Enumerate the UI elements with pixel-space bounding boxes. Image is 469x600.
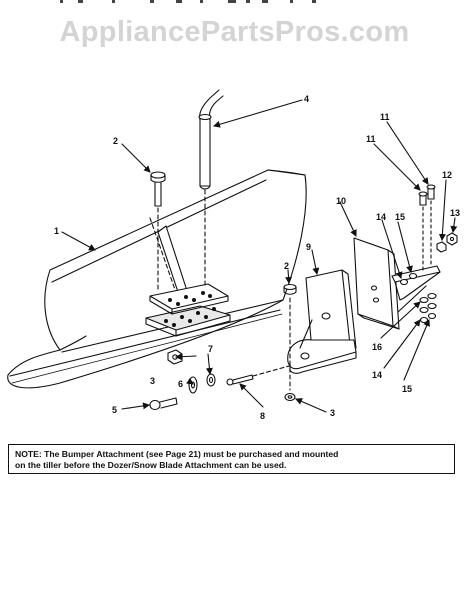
callout-9: 9 (306, 242, 311, 252)
washer-14-upper (399, 278, 409, 286)
callout-11-upper: 11 (380, 112, 390, 122)
note-line-1: NOTE: The Bumper Attachment (see Page 21… (15, 449, 339, 459)
callout-4: 4 (304, 94, 309, 104)
callout-12: 12 (442, 170, 452, 180)
callout-3-left: 3 (150, 376, 155, 386)
callout-14-lower: 14 (372, 370, 382, 380)
mounting-plate (353, 237, 400, 330)
lock-washer (206, 373, 216, 387)
top-scan-artifacts (60, 0, 316, 3)
callout-2-left: 2 (113, 136, 118, 146)
callout-10: 10 (336, 196, 346, 206)
note-line-2: on the tiller before the Dozer/Snow Blad… (15, 460, 287, 470)
callout-6: 6 (178, 379, 183, 389)
watermark-logo: AppliancePartsPros.com (59, 16, 410, 48)
carriage-bolt-lower (149, 397, 178, 411)
callout-7: 7 (208, 344, 213, 354)
bolt-11b (426, 184, 436, 266)
nut-13 (446, 232, 458, 246)
callout-5: 5 (112, 405, 117, 415)
lower-hardware-stack (419, 292, 437, 324)
nut-right (284, 392, 296, 402)
callout-14-upper: 14 (376, 212, 386, 222)
bolt-upper-right (283, 283, 297, 295)
callout-15-lower: 15 (402, 384, 412, 394)
exploded-parts-diagram: 1 2 4 3 2 10 9 7 6 5 8 3 11 11 12 13 14 … (7, 89, 460, 421)
bolt-upper-left (150, 171, 166, 293)
washer-15-upper (408, 272, 418, 280)
bolt-11a (418, 191, 428, 271)
blade-mount-plates (145, 283, 231, 337)
callout-16: 16 (372, 342, 382, 352)
note-box: NOTE: The Bumper Attachment (see Page 21… (8, 444, 455, 474)
flat-washer (188, 376, 198, 394)
nut-12 (436, 241, 447, 253)
callout-15-upper: 15 (395, 212, 405, 222)
callout-1: 1 (54, 226, 59, 236)
hitch-bracket (287, 269, 357, 391)
dozer-blade (7, 169, 307, 389)
callout-8: 8 (260, 411, 265, 421)
callout-13: 13 (450, 208, 460, 218)
callout-11-lower: 11 (366, 134, 376, 144)
callout-leaders (61, 99, 458, 413)
lift-pin (198, 89, 224, 289)
callout-2-right: 2 (284, 261, 289, 271)
callout-3-right: 3 (330, 408, 335, 418)
